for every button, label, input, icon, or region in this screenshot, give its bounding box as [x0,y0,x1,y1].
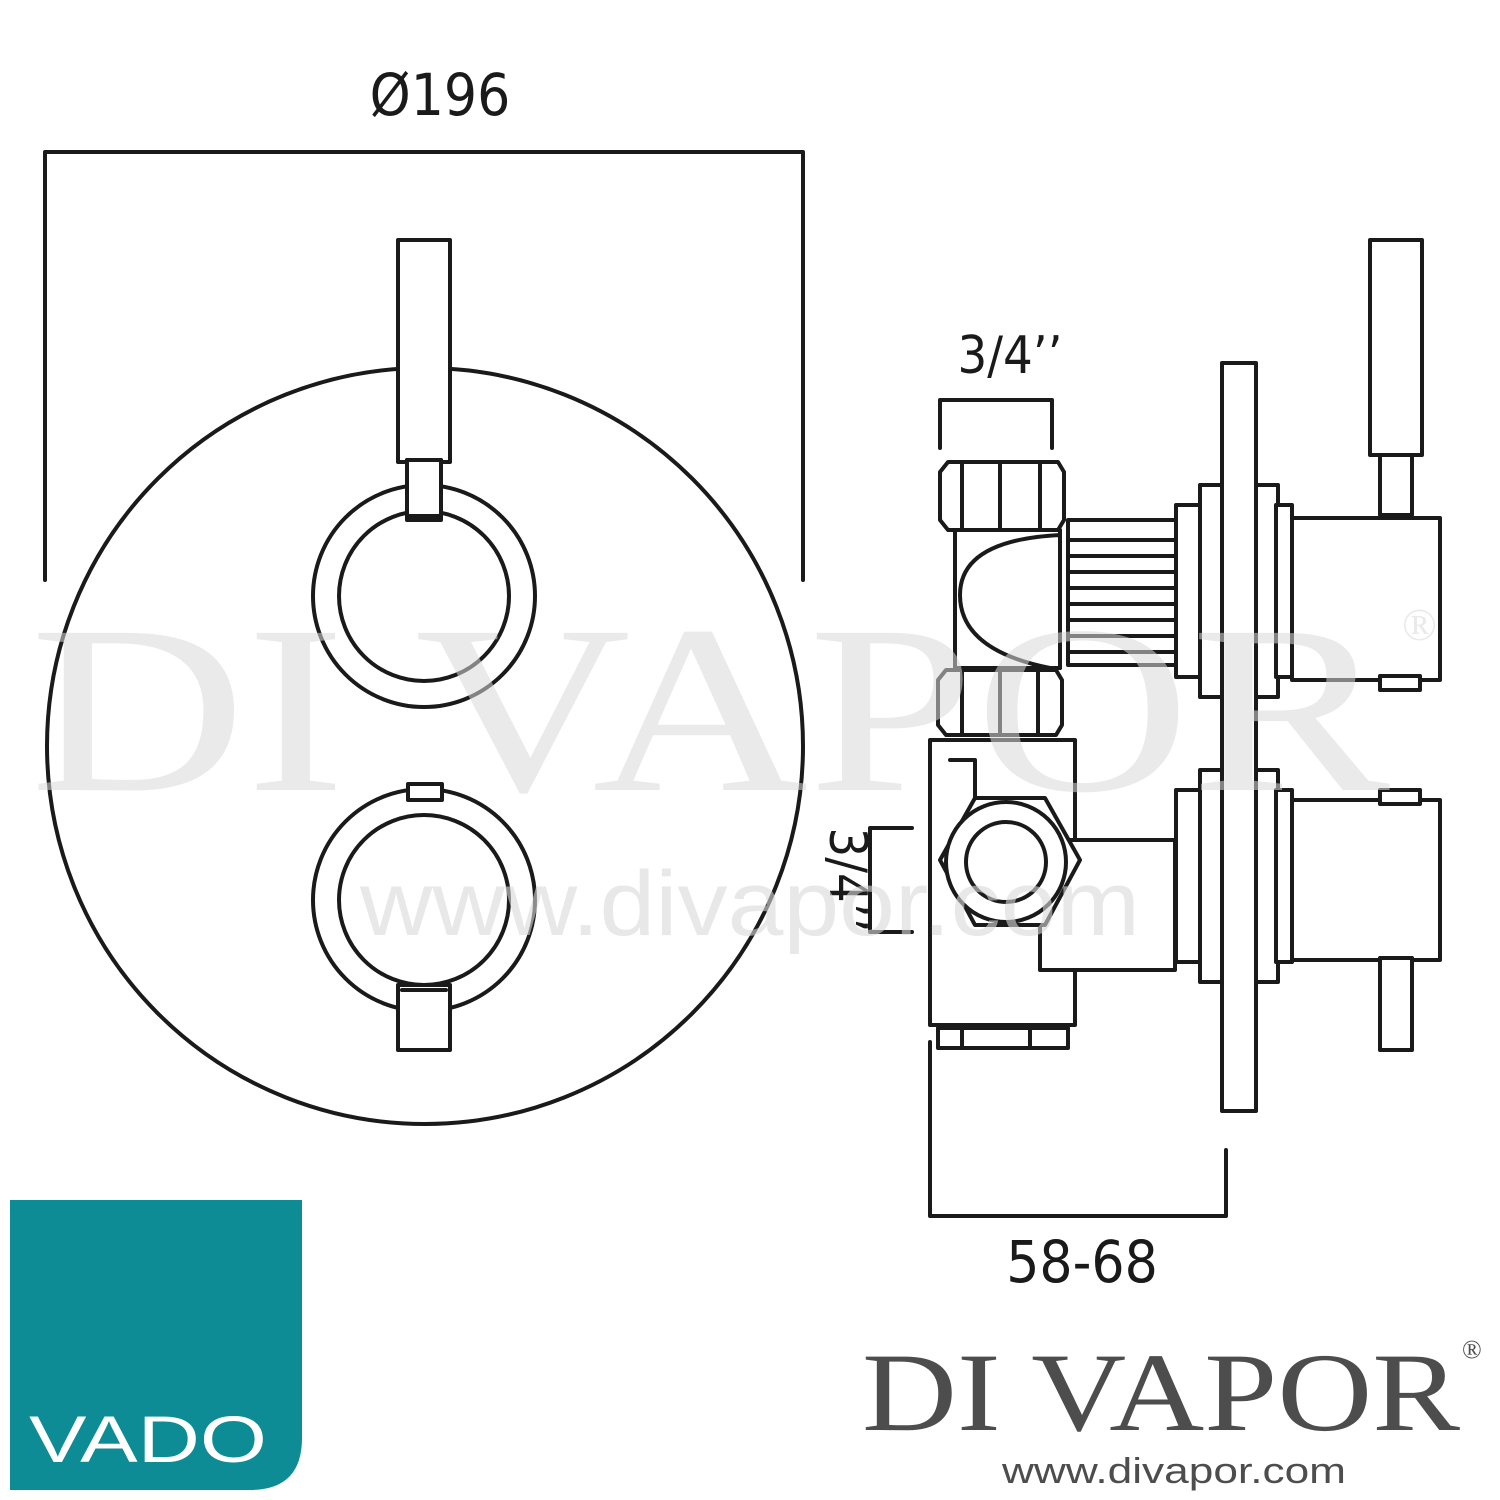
upper-handle-stem [1378,453,1414,517]
lower-handle-pin [1378,788,1422,806]
watermark-brand: DI VAPOR [30,576,1390,842]
side-inlet-inner-ring [964,820,1048,904]
vado-logo-text: VADO [29,1402,267,1476]
watermark-url: www.divapor.com [359,853,1140,955]
lower-control-indicator [406,782,444,802]
brand-registered: ® [1462,1335,1482,1364]
front-view: Ø196 [43,61,805,1126]
wall-plate [1220,361,1258,1113]
upper-lever-handle [396,238,452,464]
upper-lever-collar [405,458,443,518]
diameter-dimension-line [43,150,805,582]
watermark: DI VAPOR ® www.divapor.com [30,576,1437,955]
upper-valve-dome [958,533,1062,670]
upper-flange-outer [1198,483,1224,699]
threaded-cartridge [1066,518,1178,667]
side-inlet-outer-ring [944,800,1068,924]
lower-lever-handle [396,983,452,1052]
brand-name: DI VAPOR [862,1331,1460,1455]
diameter-label: Ø196 [370,61,511,129]
bottom-nut [936,1026,1070,1050]
lower-handle-stem [1378,956,1414,1052]
side-view: 3/4’’ [817,238,1442,1296]
brand-url: www.divapor.com [1001,1450,1346,1491]
vado-logo: VADO [10,1200,302,1490]
cartridge-threads [1066,538,1178,654]
depth-dimension-line [928,1040,1228,1218]
lower-flange-outer [1198,768,1224,984]
side-inlet-label: 3/4’’ [817,828,877,933]
divapor-brand-mark: DI VAPOR ® www.divapor.com [862,1331,1482,1491]
upper-handle-lever [1368,238,1424,457]
watermark-registered: ® [1402,599,1437,650]
side-inlet-dimension-line [868,826,914,934]
upper-handle-pin [1378,674,1422,692]
upper-handle-body [1290,516,1442,682]
depth-label: 58-68 [1006,1228,1158,1296]
vado-logo-badge [10,1200,302,1490]
top-inlet-dimension-line [938,398,1054,450]
top-inlet-label: 3/4’’ [958,326,1063,386]
